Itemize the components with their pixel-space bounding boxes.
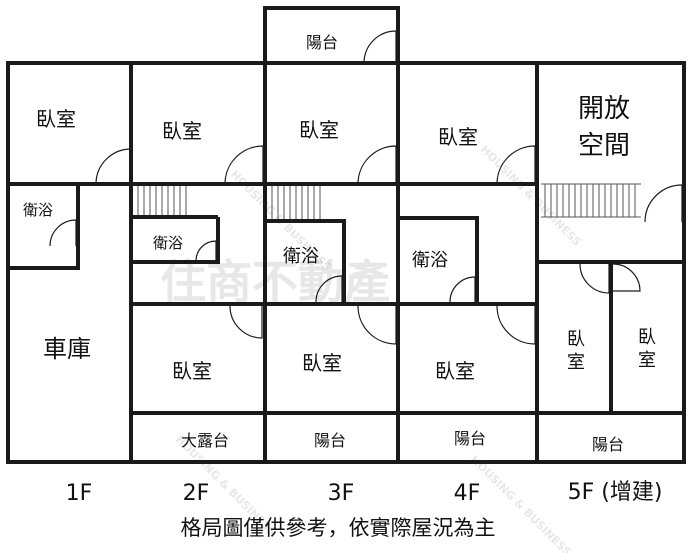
floor-1f: 臥室 衛浴 車庫 xyxy=(6,61,133,464)
door-arc-icon xyxy=(496,145,536,185)
room-label: 衛浴 xyxy=(412,250,448,271)
floor-label-4f: 4F xyxy=(454,481,481,506)
room-label: 臥室 xyxy=(299,118,339,142)
room-label: 臥室 xyxy=(302,351,342,375)
room-label: 臥 xyxy=(567,329,585,350)
floor-3f-bath-wall xyxy=(265,219,346,304)
floor-labels: 1F 2F 3F 4F 5F (增建) xyxy=(66,480,663,506)
room-label: 臥室 xyxy=(172,359,212,383)
room-label: 陽台 xyxy=(454,429,486,448)
door-arc-icon xyxy=(95,148,132,185)
room-label: 臥室 xyxy=(36,107,76,131)
stairs-icon xyxy=(271,186,321,219)
floor-label-1f: 1F xyxy=(66,481,93,506)
room-label: 臥室 xyxy=(162,119,202,143)
room-label: 空間 xyxy=(578,131,630,161)
room-label: 衛浴 xyxy=(283,246,319,267)
door-arc-icon xyxy=(357,305,397,345)
room-label: 陽台 xyxy=(306,33,338,52)
room-label: 陽台 xyxy=(314,431,346,450)
floor-4f: 臥室 衛浴 臥室 陽台 xyxy=(396,61,539,464)
room-label: 臥室 xyxy=(435,359,475,383)
door-arc-icon xyxy=(315,275,343,303)
room-label: 大露台 xyxy=(181,431,229,450)
floor-label-5f: 5F (增建) xyxy=(568,480,663,505)
room-label: 室 xyxy=(638,350,656,371)
watermark-sub-2: HOUSING & BUSINESS xyxy=(478,143,584,249)
floor-2f-bath-wall xyxy=(131,217,220,264)
door-arc-icon xyxy=(229,305,263,339)
room-label: 衛浴 xyxy=(153,234,183,252)
floor-label-3f: 3F xyxy=(328,481,355,506)
door-arc-icon xyxy=(363,30,397,64)
floor-4f-bath-wall xyxy=(398,216,479,304)
door-arc-icon xyxy=(49,219,77,247)
watermark-layer: 住商不動產 HOUSING & BUSINESS HOUSING & BUSIN… xyxy=(160,143,584,553)
room-label: 室 xyxy=(567,352,585,373)
stairs-icon xyxy=(541,183,641,218)
floor-3f: 陽台 臥室 衛浴 臥室 陽台 xyxy=(263,6,400,464)
stairs-icon xyxy=(137,186,187,215)
door-arc-icon xyxy=(612,263,641,292)
floor-5f: 開放 空間 臥 室 臥 室 陽台 xyxy=(535,61,686,464)
door-arc-icon xyxy=(644,184,683,223)
room-label: 衛浴 xyxy=(23,201,53,219)
door-arc-icon xyxy=(496,305,536,345)
disclaimer-text: 格局圖僅供參考，依實際屋況為主 xyxy=(181,516,496,540)
door-arc-icon xyxy=(579,263,610,294)
room-label: 臥室 xyxy=(438,125,478,149)
room-label: 車庫 xyxy=(43,335,91,363)
floor-1f-bath-wall xyxy=(8,184,80,270)
room-label: 開放 xyxy=(578,94,630,124)
door-arc-icon xyxy=(449,276,476,303)
door-arc-icon xyxy=(195,240,217,262)
door-arc-icon xyxy=(224,145,264,185)
floor-label-2f: 2F xyxy=(183,481,210,506)
room-label: 臥 xyxy=(638,327,656,348)
room-label: 陽台 xyxy=(592,435,624,454)
door-arc-icon xyxy=(357,145,397,185)
